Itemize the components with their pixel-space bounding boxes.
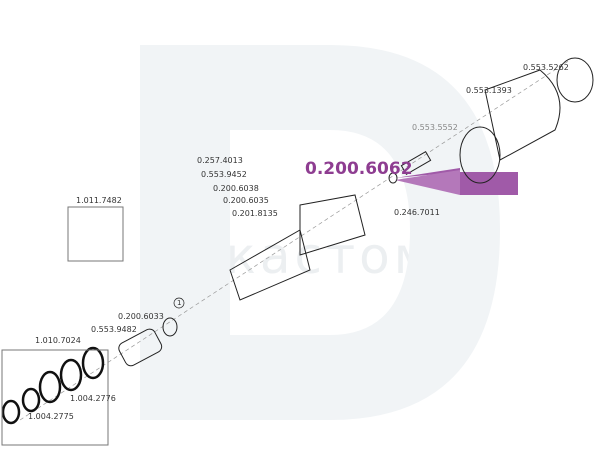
handpiece-body bbox=[229, 194, 366, 301]
part-label: 0.553.9482 bbox=[91, 325, 137, 334]
part-label: 1.010.7024 bbox=[35, 336, 81, 345]
callout-number: 1 bbox=[177, 299, 182, 307]
part-label: 1.011.7482 bbox=[76, 196, 122, 205]
part-label: 0.553.9452 bbox=[201, 170, 247, 179]
part-label: 0.246.7011 bbox=[394, 208, 440, 217]
part-label: 0.553.5552 bbox=[412, 123, 458, 132]
logo-watermark bbox=[140, 45, 500, 420]
part-label: 1.004.2776 bbox=[70, 394, 116, 403]
part-drawings bbox=[118, 57, 594, 367]
nut-part bbox=[484, 69, 561, 161]
ring-kit-box bbox=[1, 349, 109, 446]
axis-line bbox=[19, 59, 571, 421]
highlighted-part-number: 0.200.6062 bbox=[305, 159, 413, 179]
part-label: 0.553.1393 bbox=[466, 86, 512, 95]
highlight-arrow bbox=[395, 168, 518, 195]
part-label: 0.200.6033 bbox=[118, 312, 164, 321]
part-label: 0.200.6038 bbox=[213, 184, 259, 193]
part-label: 0.257.4013 bbox=[197, 156, 243, 165]
part-label: 0.553.5262 bbox=[523, 63, 569, 72]
cap-part bbox=[556, 57, 594, 103]
part-label: 0.201.8135 bbox=[232, 209, 278, 218]
part-label: 0.200.6035 bbox=[223, 196, 269, 205]
kit-box-1011 bbox=[67, 206, 124, 262]
o-rings bbox=[1, 346, 105, 425]
ring-part bbox=[459, 126, 501, 184]
part-label: 1.004.2775 bbox=[28, 412, 74, 421]
